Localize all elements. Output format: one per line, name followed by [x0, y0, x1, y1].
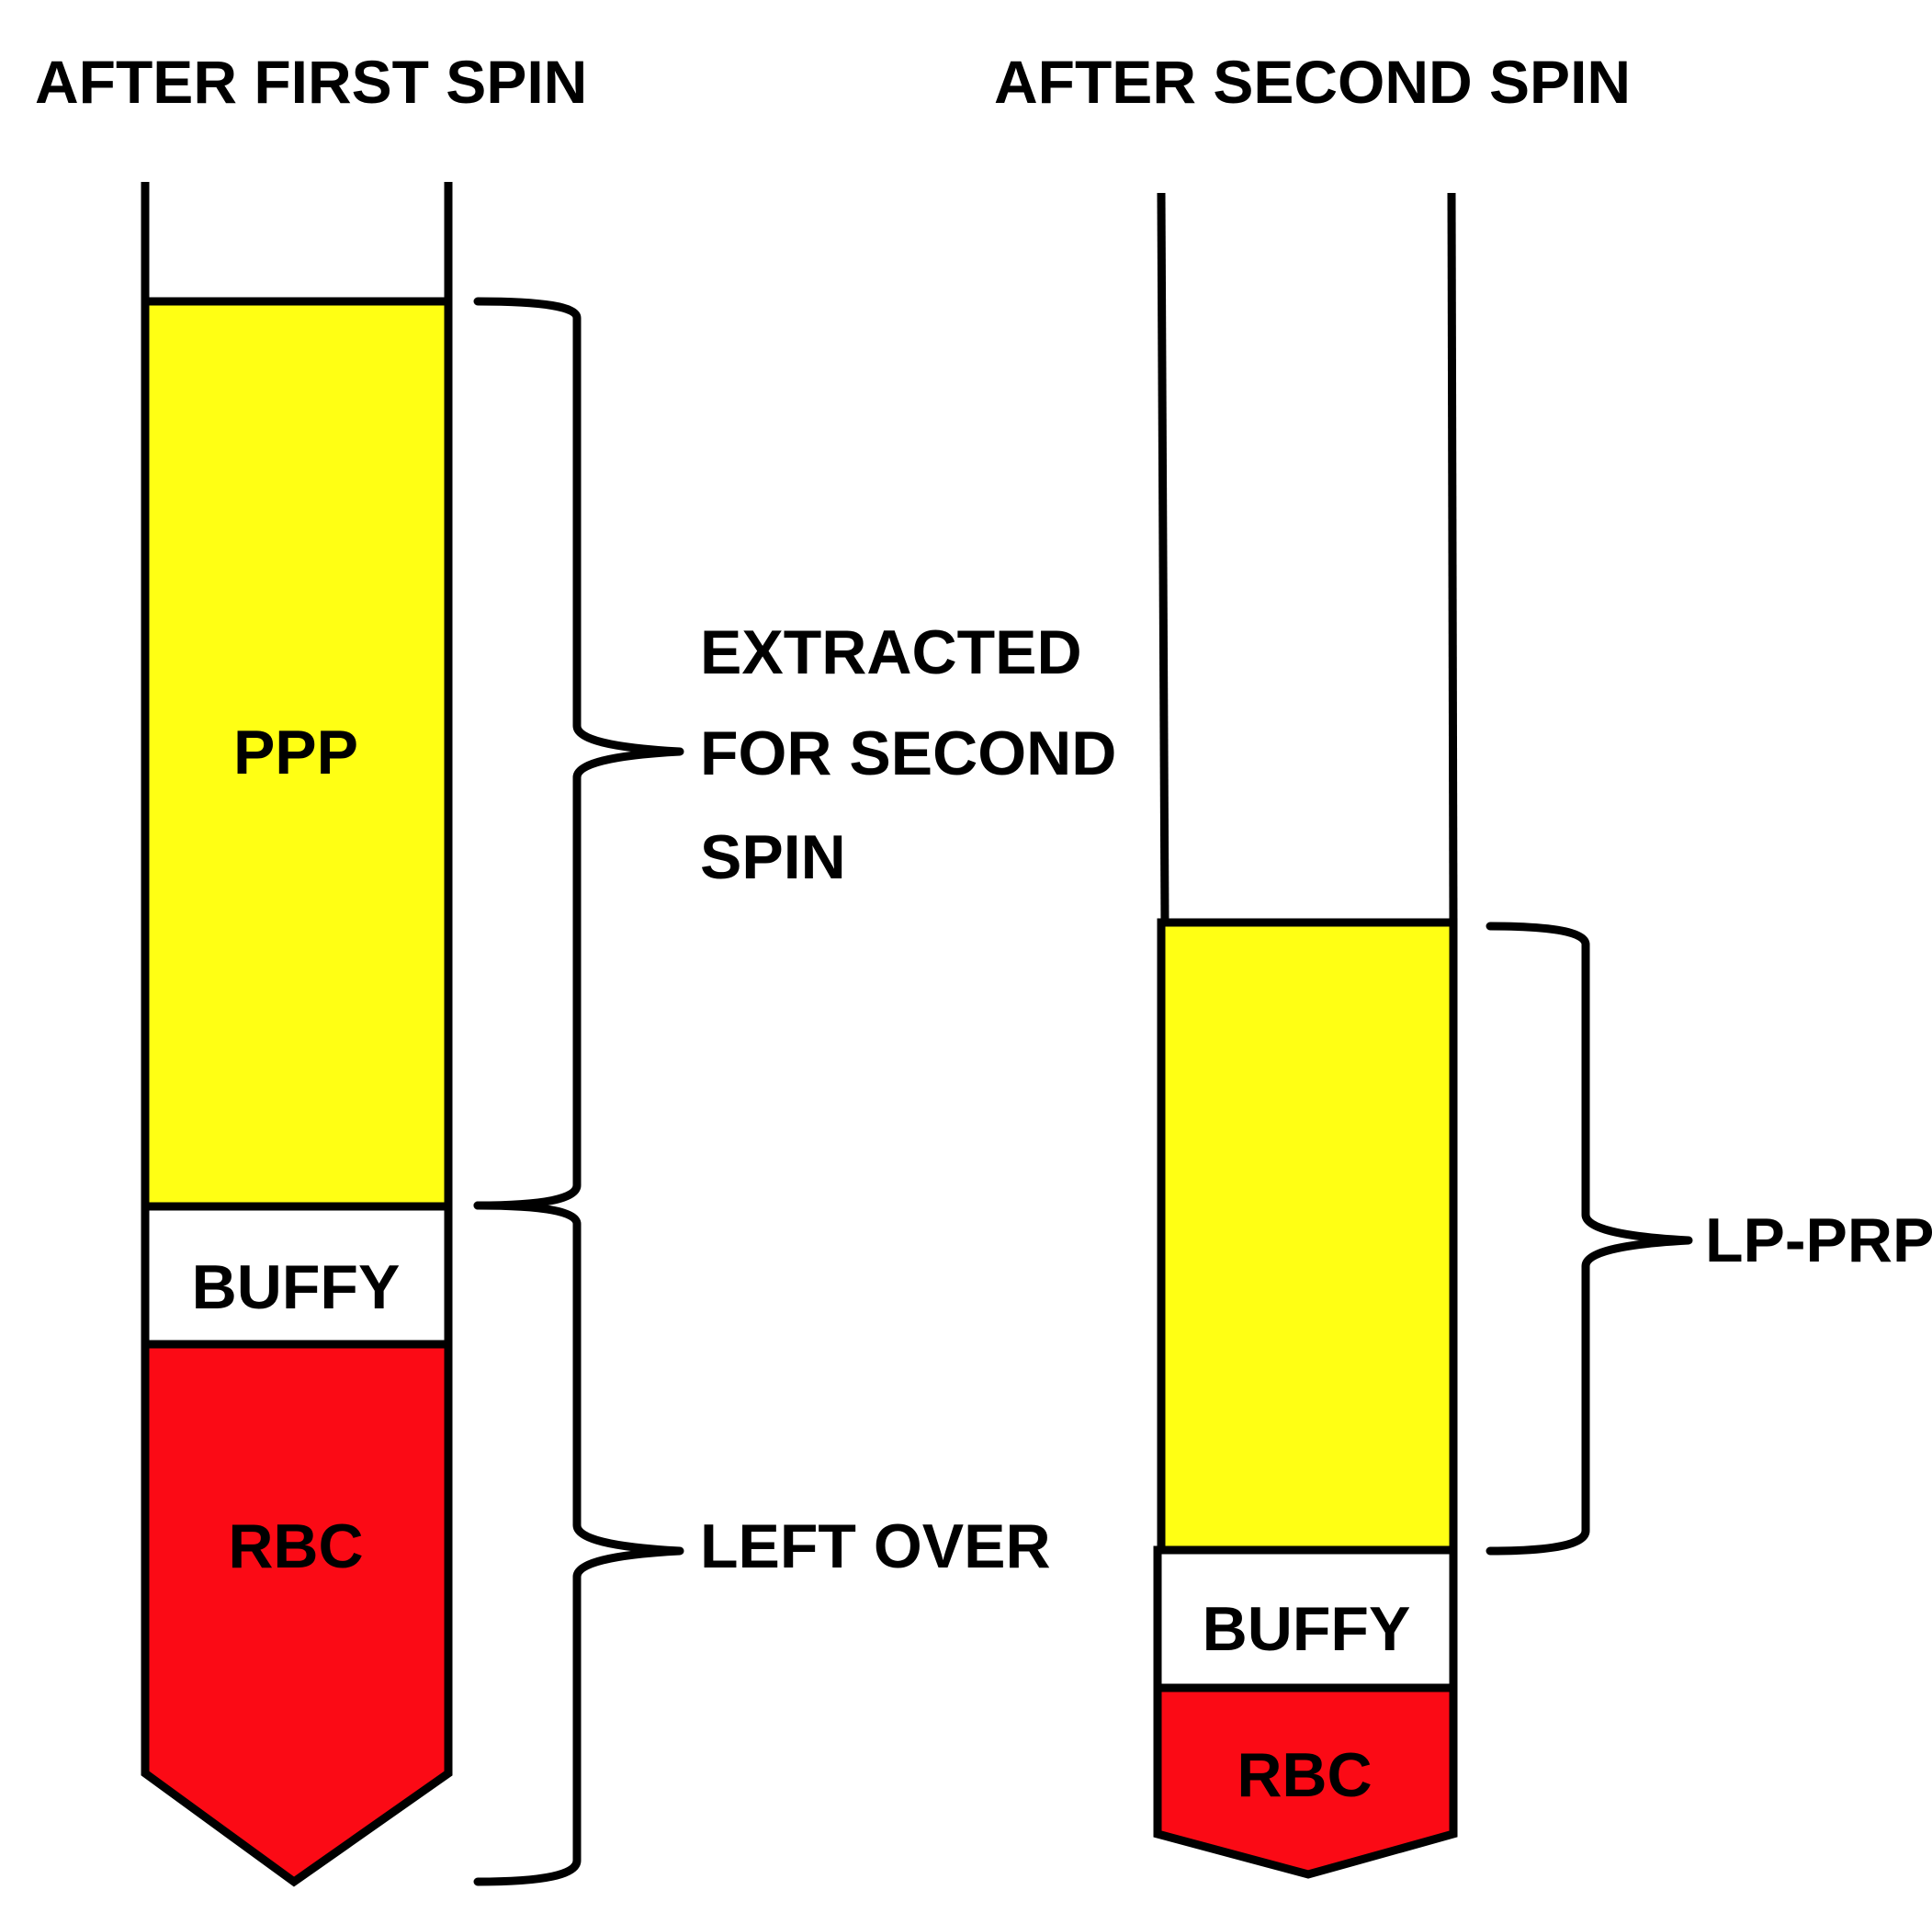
- tube1-rbc-layer: [141, 1340, 453, 1887]
- title-after-first-spin: AFTER FIRST SPIN: [35, 48, 587, 116]
- label-left-over: LEFT OVER: [700, 1511, 1051, 1581]
- brace-left-over: [473, 1201, 684, 1886]
- tube1-ppp-label: PPP: [233, 718, 358, 787]
- label-extracted-line1: EXTRACTED: [700, 617, 1082, 687]
- tube2-buffy-label: BUFFY: [1203, 1594, 1411, 1664]
- title-after-second-spin: AFTER SECOND SPIN: [994, 48, 1631, 116]
- tube2-rbc-label: RBC: [1237, 1740, 1372, 1810]
- label-lp-prp: LP-PRP: [1705, 1205, 1932, 1275]
- tube2-lp-prp-layer: [1157, 918, 1458, 1555]
- label-extracted-line2: FOR SECOND: [700, 719, 1116, 788]
- tube2-buffy-layer: [1153, 1545, 1458, 1692]
- tube-second-spin: BUFFY RBC: [1153, 192, 1458, 1879]
- tube-first-spin: PPP BUFFY RBC: [141, 182, 453, 1887]
- tube1-rbc-label: RBC: [228, 1511, 363, 1581]
- brace-extracted: [473, 297, 684, 1210]
- tube2-right-wall: [1447, 192, 1458, 925]
- label-extracted-line3: SPIN: [700, 822, 846, 892]
- tube1-buffy-layer: [141, 1202, 453, 1349]
- tube1-buffy-label: BUFFY: [192, 1252, 401, 1322]
- brace-lp-prp: [1486, 922, 1693, 1556]
- tube1-ppp-layer: [141, 297, 453, 1211]
- tube2-rbc-layer: [1153, 1683, 1458, 1879]
- tube2-left-wall: [1157, 192, 1169, 925]
